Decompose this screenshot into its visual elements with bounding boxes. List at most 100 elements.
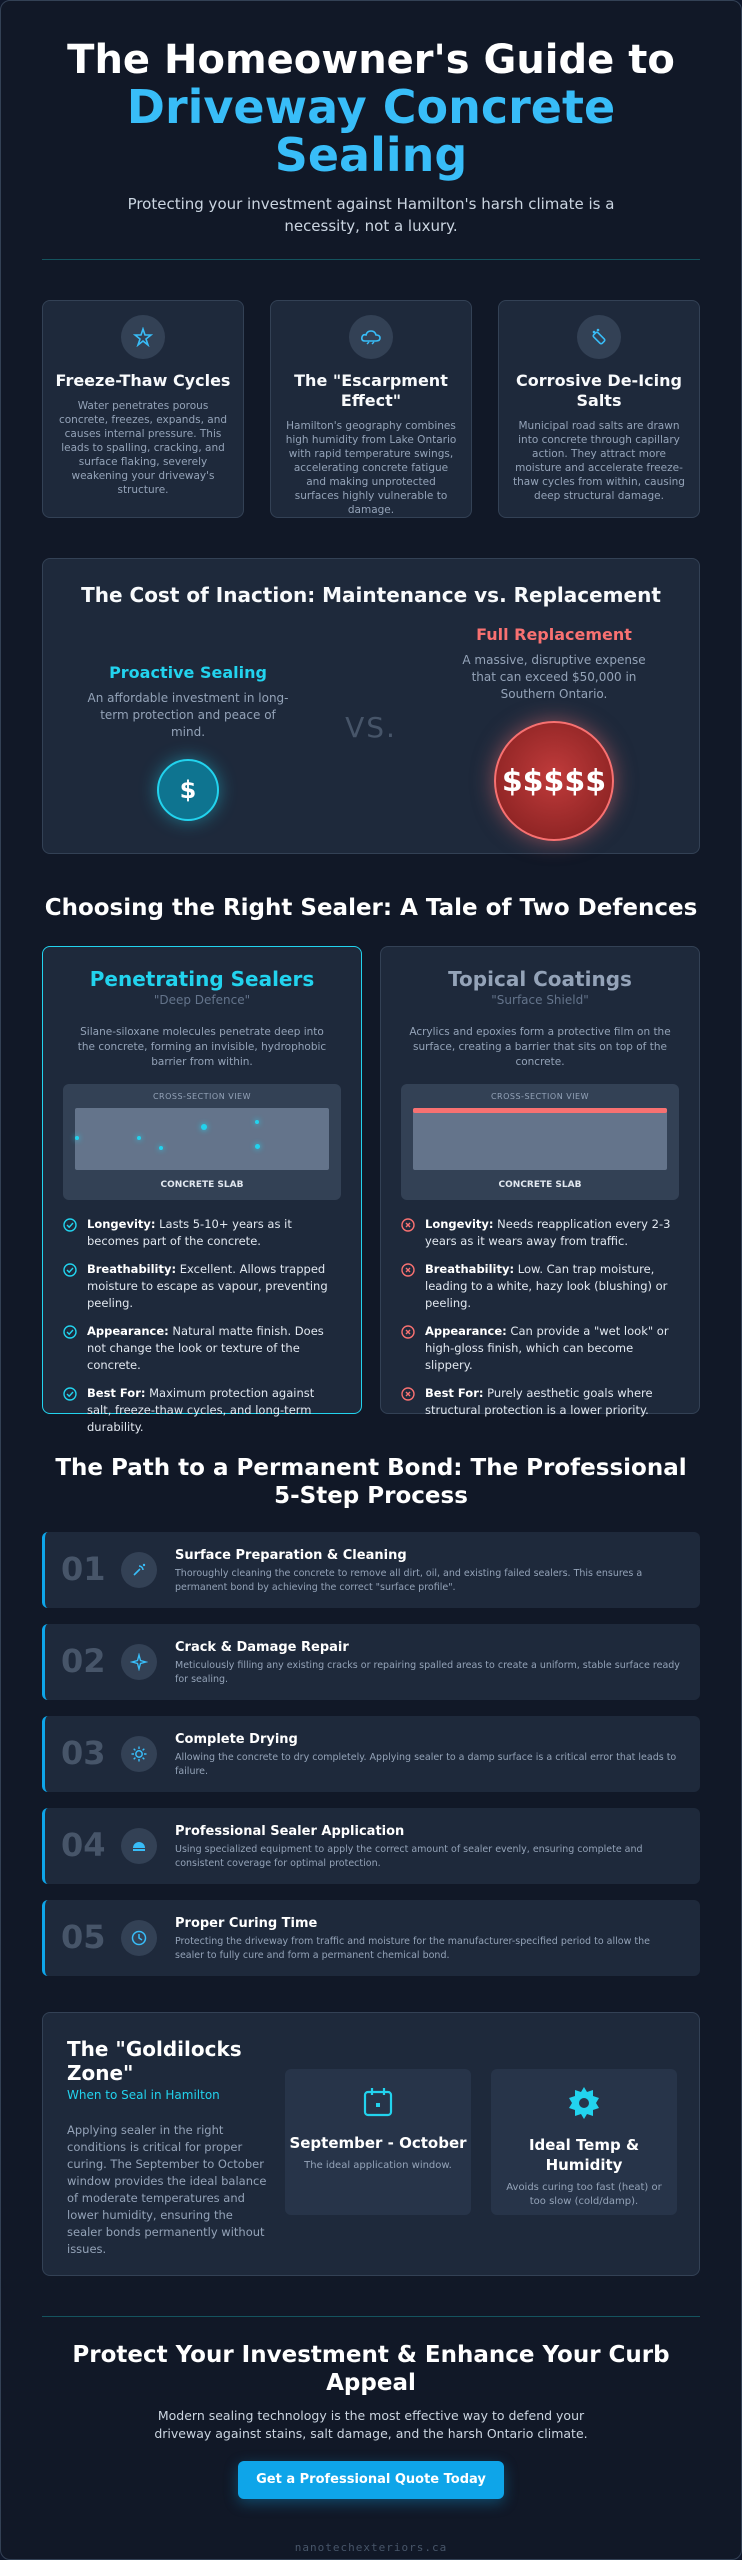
threat-title: Corrosive De-Icing Salts [516, 371, 682, 410]
step-description: Allowing the concrete to dry completely.… [175, 1752, 677, 1777]
cross-section-diagram: CROSS-SECTION VIEW CONCRETE SLAB [401, 1084, 679, 1200]
concrete-slab-shape [75, 1108, 329, 1170]
molecule-dot [75, 1136, 79, 1140]
threat-text: Hamilton's geography combines high humid… [285, 420, 457, 516]
process-steps-list: 01 Surface Preparation & Cleaning Thorou… [42, 1532, 700, 1976]
cost-title: The Cost of Inaction: Maintenance vs. Re… [81, 583, 661, 607]
cta-title: Protect Your Investment & Enhance Your C… [72, 2342, 670, 2396]
threat-text: Municipal road salts are drawn into conc… [513, 420, 685, 502]
feature-text: Longevity: Needs reapplication every 2-3… [425, 1217, 671, 1248]
cloud-icon [349, 315, 393, 359]
step-title: Crack & Damage Repair [175, 1640, 349, 1655]
sealers-comparison: Penetrating Sealers "Deep Defence" Silan… [42, 946, 700, 1434]
surface-film-shape [413, 1108, 667, 1113]
card-text: The ideal application window. [304, 2160, 452, 2171]
step-title: Professional Sealer Application [175, 1824, 405, 1839]
replacement-column: Full Replacement A massive, disruptive e… [449, 625, 659, 841]
step-description: Protecting the driveway from traffic and… [175, 1936, 650, 1961]
page-title: The Homeowner's Guide to Driveway Concre… [42, 37, 700, 179]
process-step: 01 Surface Preparation & Cleaning Thorou… [42, 1532, 700, 1608]
spray-icon [121, 1552, 157, 1588]
step-text: Crack & Damage Repair Meticulously filli… [175, 1640, 680, 1687]
calendar-icon [363, 2088, 393, 2117]
replacement-title: Full Replacement [476, 625, 632, 644]
slab-label: CONCRETE SLAB [498, 1180, 582, 1190]
process-step: 02 Crack & Damage Repair Meticulously fi… [42, 1624, 700, 1700]
process-step: 03 Complete Drying Allowing the concrete… [42, 1716, 700, 1792]
gear-sun-icon [569, 2087, 599, 2119]
replacement-text: A massive, disruptive expense that can e… [462, 653, 646, 701]
divider [42, 2316, 700, 2317]
x-circle-icon [401, 1263, 415, 1277]
proactive-title: Proactive Sealing [109, 663, 267, 682]
sealer-subtitle: "Deep Defence" [153, 993, 251, 1007]
sealer-description: Silane-siloxane molecules penetrate deep… [77, 1026, 327, 1068]
feature-text: Appearance: Can provide a "wet look" or … [425, 1324, 669, 1372]
feature-text: Appearance: Natural matte finish. Does n… [87, 1324, 324, 1372]
step-number: 02 [61, 1642, 106, 1680]
feature-text: Best For: Purely aesthetic goals where s… [425, 1386, 653, 1417]
feature-text: Longevity: Lasts 5-10+ years as it becom… [87, 1217, 292, 1248]
title-line: The Homeowner's Guide to [67, 37, 675, 83]
sealers-section-title: Choosing the Right Sealer: A Tale of Two… [44, 895, 698, 921]
feature-text: Best For: Maximum protection against sal… [87, 1386, 315, 1434]
step-text: Complete Drying Allowing the concrete to… [175, 1732, 680, 1779]
goldilocks-title: The "Goldilocks Zone" [67, 2037, 242, 2085]
sealer-description: Acrylics and epoxies form a protective f… [409, 1026, 671, 1068]
sealer-title: Penetrating Sealers [89, 967, 315, 991]
step-text: Professional Sealer Application Using sp… [175, 1824, 680, 1871]
goldilocks-subtitle: When to Seal in Hamilton [67, 2088, 220, 2102]
step-title: Surface Preparation & Cleaning [175, 1548, 407, 1563]
sparkle-icon [121, 1644, 157, 1680]
threat-card-freeze-thaw: Freeze-Thaw Cycles Water penetrates poro… [42, 300, 244, 518]
paint-roller-icon [121, 1828, 157, 1864]
vs-label: VS. [345, 711, 397, 744]
check-circle-icon [63, 1325, 77, 1339]
step-number: 01 [61, 1550, 106, 1588]
threats-row: Freeze-Thaw Cycles Water penetrates poro… [42, 300, 700, 518]
check-circle-icon [63, 1263, 77, 1277]
process-step: 05 Proper Curing Time Protecting the dri… [42, 1900, 700, 1976]
cost-comparison-panel: The Cost of Inaction: Maintenance vs. Re… [42, 558, 700, 854]
step-description: Using specialized equipment to apply the… [175, 1844, 643, 1869]
dollar-coin-icon: $ [157, 759, 219, 821]
goldilocks-text: The "Goldilocks Zone" When to Seal in Ha… [67, 2037, 267, 2258]
molecule-dot [159, 1146, 163, 1150]
process-section-title: The Path to a Permanent Bond: The Profes… [55, 1455, 687, 1509]
x-circle-icon [401, 1387, 415, 1401]
feature-item: Appearance: Natural matte finish. Does n… [63, 1323, 341, 1374]
proactive-sealing-column: Proactive Sealing An affordable investme… [83, 663, 293, 821]
feature-item: Appearance: Can provide a "wet look" or … [401, 1323, 679, 1374]
step-description: Meticulously filling any existing cracks… [175, 1660, 680, 1685]
feature-text: Breathability: Low. Can trap moisture, l… [425, 1262, 668, 1310]
feature-text: Breathability: Excellent. Allows trapped… [87, 1262, 328, 1310]
concrete-slab-shape [413, 1108, 667, 1170]
step-title: Proper Curing Time [175, 1916, 318, 1931]
molecule-dot [137, 1136, 141, 1140]
step-title: Complete Drying [175, 1732, 298, 1747]
footer-domain[interactable]: nanotechexteriors.ca [294, 2541, 448, 2554]
goldilocks-description: Applying sealer in the right conditions … [67, 2123, 267, 2256]
card-text: Avoids curing too fast (heat) or too slo… [506, 2182, 662, 2207]
step-text: Proper Curing Time Protecting the drivew… [175, 1916, 680, 1963]
feature-item: Longevity: Lasts 5-10+ years as it becom… [63, 1216, 341, 1250]
cross-section-caption: CROSS-SECTION VIEW [152, 1092, 252, 1101]
goldilocks-zone-panel: The "Goldilocks Zone" When to Seal in Ha… [42, 2012, 700, 2276]
sun-icon [121, 1736, 157, 1772]
cta-section: Protect Your Investment & Enhance Your C… [42, 2317, 700, 2499]
proactive-text: An affordable investment in long-term pr… [87, 691, 289, 739]
threat-title: The "Escarpment Effect" [294, 371, 448, 410]
process-step: 04 Professional Sealer Application Using… [42, 1808, 700, 1884]
molecule-dot [255, 1120, 259, 1124]
topical-features: Longevity: Needs reapplication every 2-3… [401, 1216, 679, 1419]
get-quote-button[interactable]: Get a Professional Quote Today [238, 2461, 504, 2499]
feature-item: Best For: Maximum protection against sal… [63, 1385, 341, 1436]
big-dollar-coin-icon: $$$$$ [494, 721, 614, 841]
card-title: September - October [289, 2134, 467, 2152]
step-number: 03 [61, 1734, 106, 1772]
slab-label: CONCRETE SLAB [160, 1180, 244, 1190]
clock-icon [121, 1920, 157, 1956]
molecule-dot [201, 1124, 207, 1130]
cross-section-caption: CROSS-SECTION VIEW [490, 1092, 590, 1101]
